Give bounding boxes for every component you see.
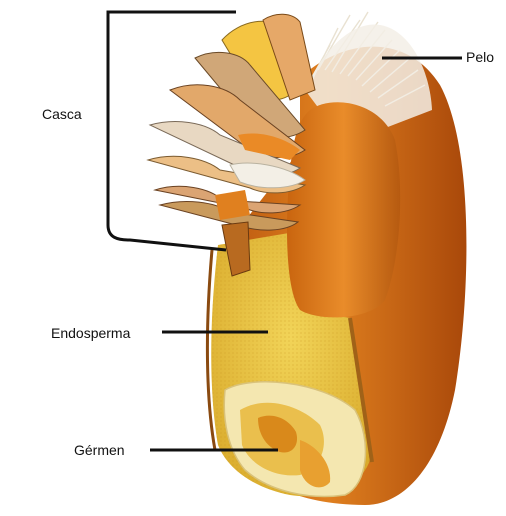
label-germen: Gérmen: [74, 442, 125, 458]
grain-front-lobe: [287, 102, 400, 317]
label-endosperma: Endosperma: [51, 325, 130, 341]
label-pelo: Pelo: [466, 49, 494, 65]
label-casca: Casca: [42, 106, 82, 122]
